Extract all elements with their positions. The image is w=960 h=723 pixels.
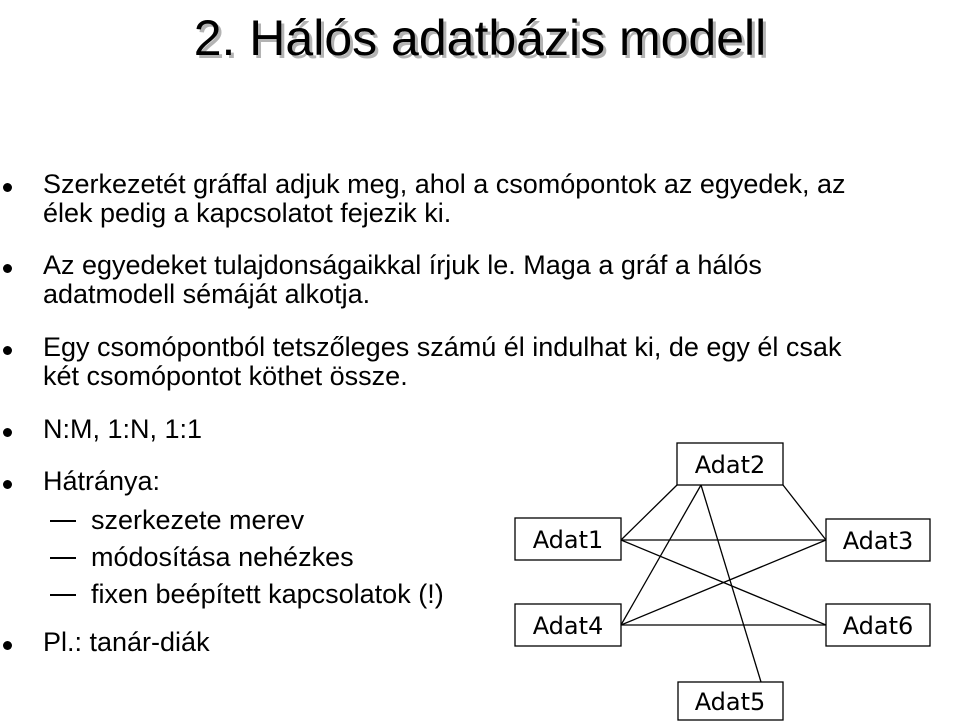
node-label: Adat5 (695, 688, 766, 716)
diagram-edges (620, 484, 827, 683)
bullet-dot-icon (3, 428, 12, 437)
dash-icon (50, 520, 76, 522)
bullet-line: két csomópontot köthet össze. (43, 361, 408, 391)
edge-adat2-adat3 (782, 484, 827, 541)
node-label: Adat6 (843, 612, 914, 640)
node-label: Adat4 (533, 612, 604, 640)
edge-adat4-adat3 (620, 539, 827, 626)
node-adat1: Adat1 (514, 517, 622, 561)
node-label: Adat1 (533, 526, 604, 554)
edge-adat2-adat5 (700, 484, 762, 683)
slide-title: 2. Hálós adatbázis modell (193, 10, 767, 66)
dash-icon (50, 557, 76, 559)
node-adat6: Adat6 (825, 603, 931, 647)
bullet-dot-icon (3, 480, 12, 489)
bullet-dot-icon (3, 346, 12, 355)
bullet-line: Pl.: tanár-diák (43, 627, 210, 657)
bullet-dot-icon (3, 641, 12, 650)
sub-bullet-text: módosítása nehézkes (91, 542, 354, 572)
bullet-line: Hátránya: (43, 466, 161, 496)
node-adat4: Adat4 (514, 603, 622, 647)
bullet-line: Az egyedeket tulajdonságaikkal írjuk le.… (43, 250, 762, 280)
bullet-line: Egy csomópontból tetszőleges számú él in… (43, 332, 842, 362)
bullet-dot-icon (3, 264, 12, 273)
sub-bullet-text: szerkezete merev (91, 505, 305, 535)
node-label: Adat2 (695, 451, 766, 479)
bullet-line: Szerkezetét gráffal adjuk meg, ahol a cs… (43, 169, 846, 199)
edge-adat1-adat2 (620, 484, 678, 541)
edge-adat2-adat4 (620, 484, 702, 626)
bullet-line: adatmodell sémáját alkotja. (43, 279, 371, 309)
bullet-dot-icon (3, 183, 12, 192)
bullet-line: N:M, 1:N, 1:1 (43, 414, 203, 444)
bullet-line: élek pedig a kapcsolatot fejezik ki. (43, 198, 452, 228)
node-adat5: Adat5 (677, 681, 784, 721)
node-adat3: Adat3 (825, 518, 931, 562)
dash-icon (50, 594, 76, 596)
node-adat2: Adat2 (676, 442, 784, 486)
node-label: Adat3 (843, 527, 914, 555)
sub-bullet-text: fixen beépített kapcsolatok (!) (91, 579, 444, 609)
